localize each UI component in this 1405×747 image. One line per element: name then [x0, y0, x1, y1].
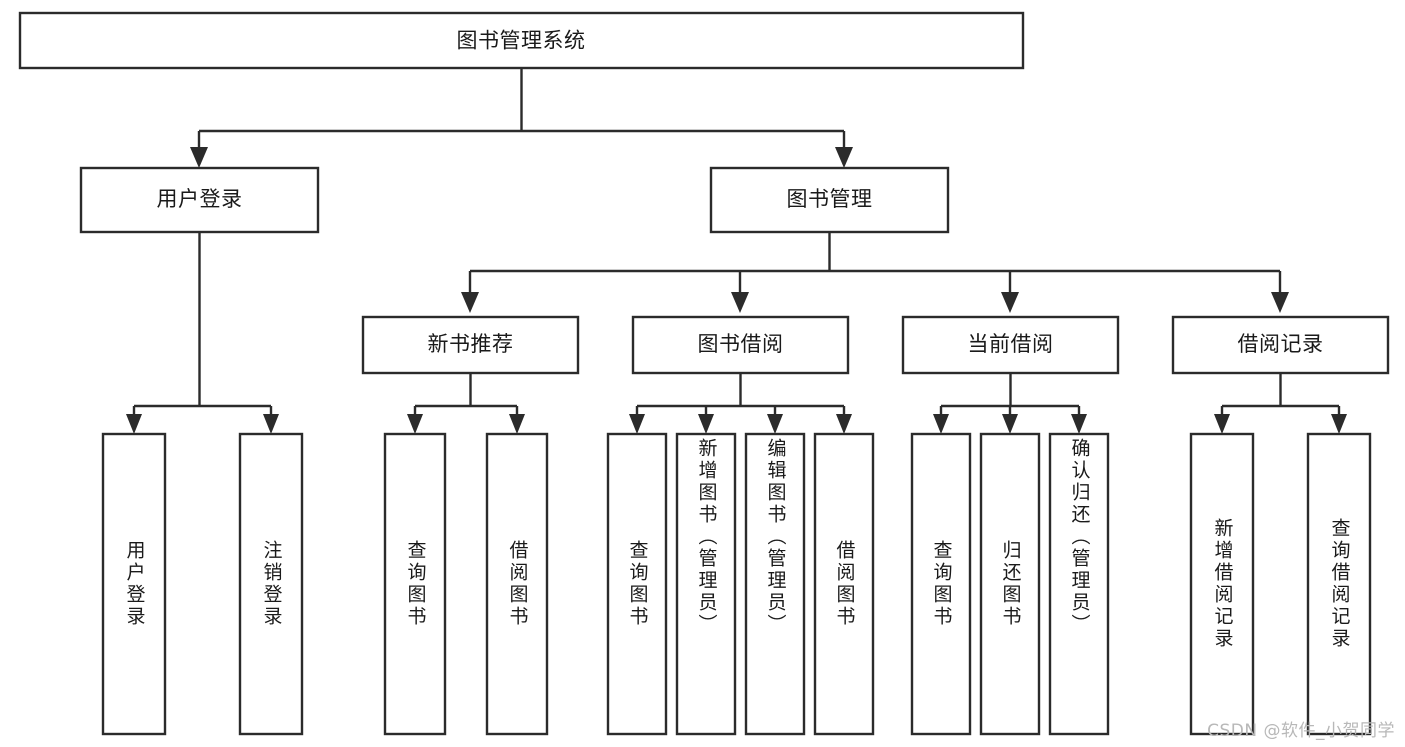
arrowhead-leaf-return-book	[1002, 414, 1018, 434]
connector-book-manage-to-level3	[468, 232, 1282, 295]
node-book-manage-label: 图书管理	[787, 187, 873, 211]
node-leaf-borrow-book-2[interactable]	[813, 432, 875, 736]
arrowhead-book-manage	[835, 147, 853, 168]
node-leaf-edit-book[interactable]	[744, 432, 806, 736]
arrowhead-leaf-borrow-book-1	[509, 414, 525, 434]
node-leaf-add-book[interactable]	[675, 432, 737, 736]
connector-borrow-record-to-leaves	[1220, 373, 1341, 418]
node-current-borrow[interactable]	[901, 315, 1120, 375]
arrowhead-leaf-user-login	[126, 414, 142, 434]
arrowhead-leaf-borrow-book-2	[836, 414, 852, 434]
connector-root-to-level2	[197, 68, 846, 150]
node-leaf-query-record[interactable]	[1306, 432, 1372, 736]
node-leaf-query-book-2[interactable]	[606, 432, 668, 736]
connector-book-borrow-to-leaves	[635, 373, 846, 418]
node-new-book-recommend[interactable]	[361, 315, 580, 375]
node-user-login[interactable]	[79, 166, 320, 234]
arrowhead-leaf-confirm-return	[1071, 414, 1087, 434]
node-book-borrow[interactable]	[631, 315, 850, 375]
arrowhead-leaf-query-book-2	[629, 414, 645, 434]
node-leaf-user-login[interactable]	[101, 432, 167, 736]
connector-user-login-to-leaves	[132, 232, 273, 418]
node-book-manage[interactable]	[709, 166, 950, 234]
arrowhead-new-book-recommend	[461, 292, 479, 313]
node-book-borrow-label: 图书借阅	[698, 332, 784, 356]
arrowhead-leaf-add-book	[698, 414, 714, 434]
node-user-login-label: 用户登录	[157, 187, 243, 211]
node-new-book-recommend-label: 新书推荐	[428, 332, 514, 356]
connector-current-borrow-to-leaves	[939, 373, 1081, 418]
arrowhead-leaf-query-book-3	[933, 414, 949, 434]
node-current-borrow-label: 当前借阅	[968, 332, 1054, 356]
node-leaf-confirm-return[interactable]	[1048, 432, 1110, 736]
node-root[interactable]	[18, 11, 1025, 70]
arrowhead-leaf-add-record	[1214, 414, 1230, 434]
arrowhead-user-login	[190, 147, 208, 168]
arrowhead-leaf-edit-book	[767, 414, 783, 434]
arrowhead-book-borrow	[731, 292, 749, 313]
node-leaf-add-record[interactable]	[1189, 432, 1255, 736]
arrowhead-leaf-query-record	[1331, 414, 1347, 434]
node-leaf-borrow-book-1[interactable]	[485, 432, 549, 736]
connector-new-book-recommend-to-leaves	[413, 373, 519, 418]
node-leaf-query-book-3[interactable]	[910, 432, 972, 736]
node-leaf-return-book[interactable]	[979, 432, 1041, 736]
node-leaf-query-book-1[interactable]	[383, 432, 447, 736]
node-root-label: 图书管理系统	[457, 29, 586, 53]
node-borrow-record[interactable]	[1171, 315, 1390, 375]
arrowhead-leaf-logout-login	[263, 414, 279, 434]
arrowhead-borrow-record	[1271, 292, 1289, 313]
arrowhead-leaf-query-book-1	[407, 414, 423, 434]
node-borrow-record-label: 借阅记录	[1238, 332, 1324, 356]
node-leaf-logout-login[interactable]	[238, 432, 304, 736]
arrowhead-current-borrow	[1001, 292, 1019, 313]
watermark: CSDN @软件_小贺同学	[1207, 721, 1395, 741]
